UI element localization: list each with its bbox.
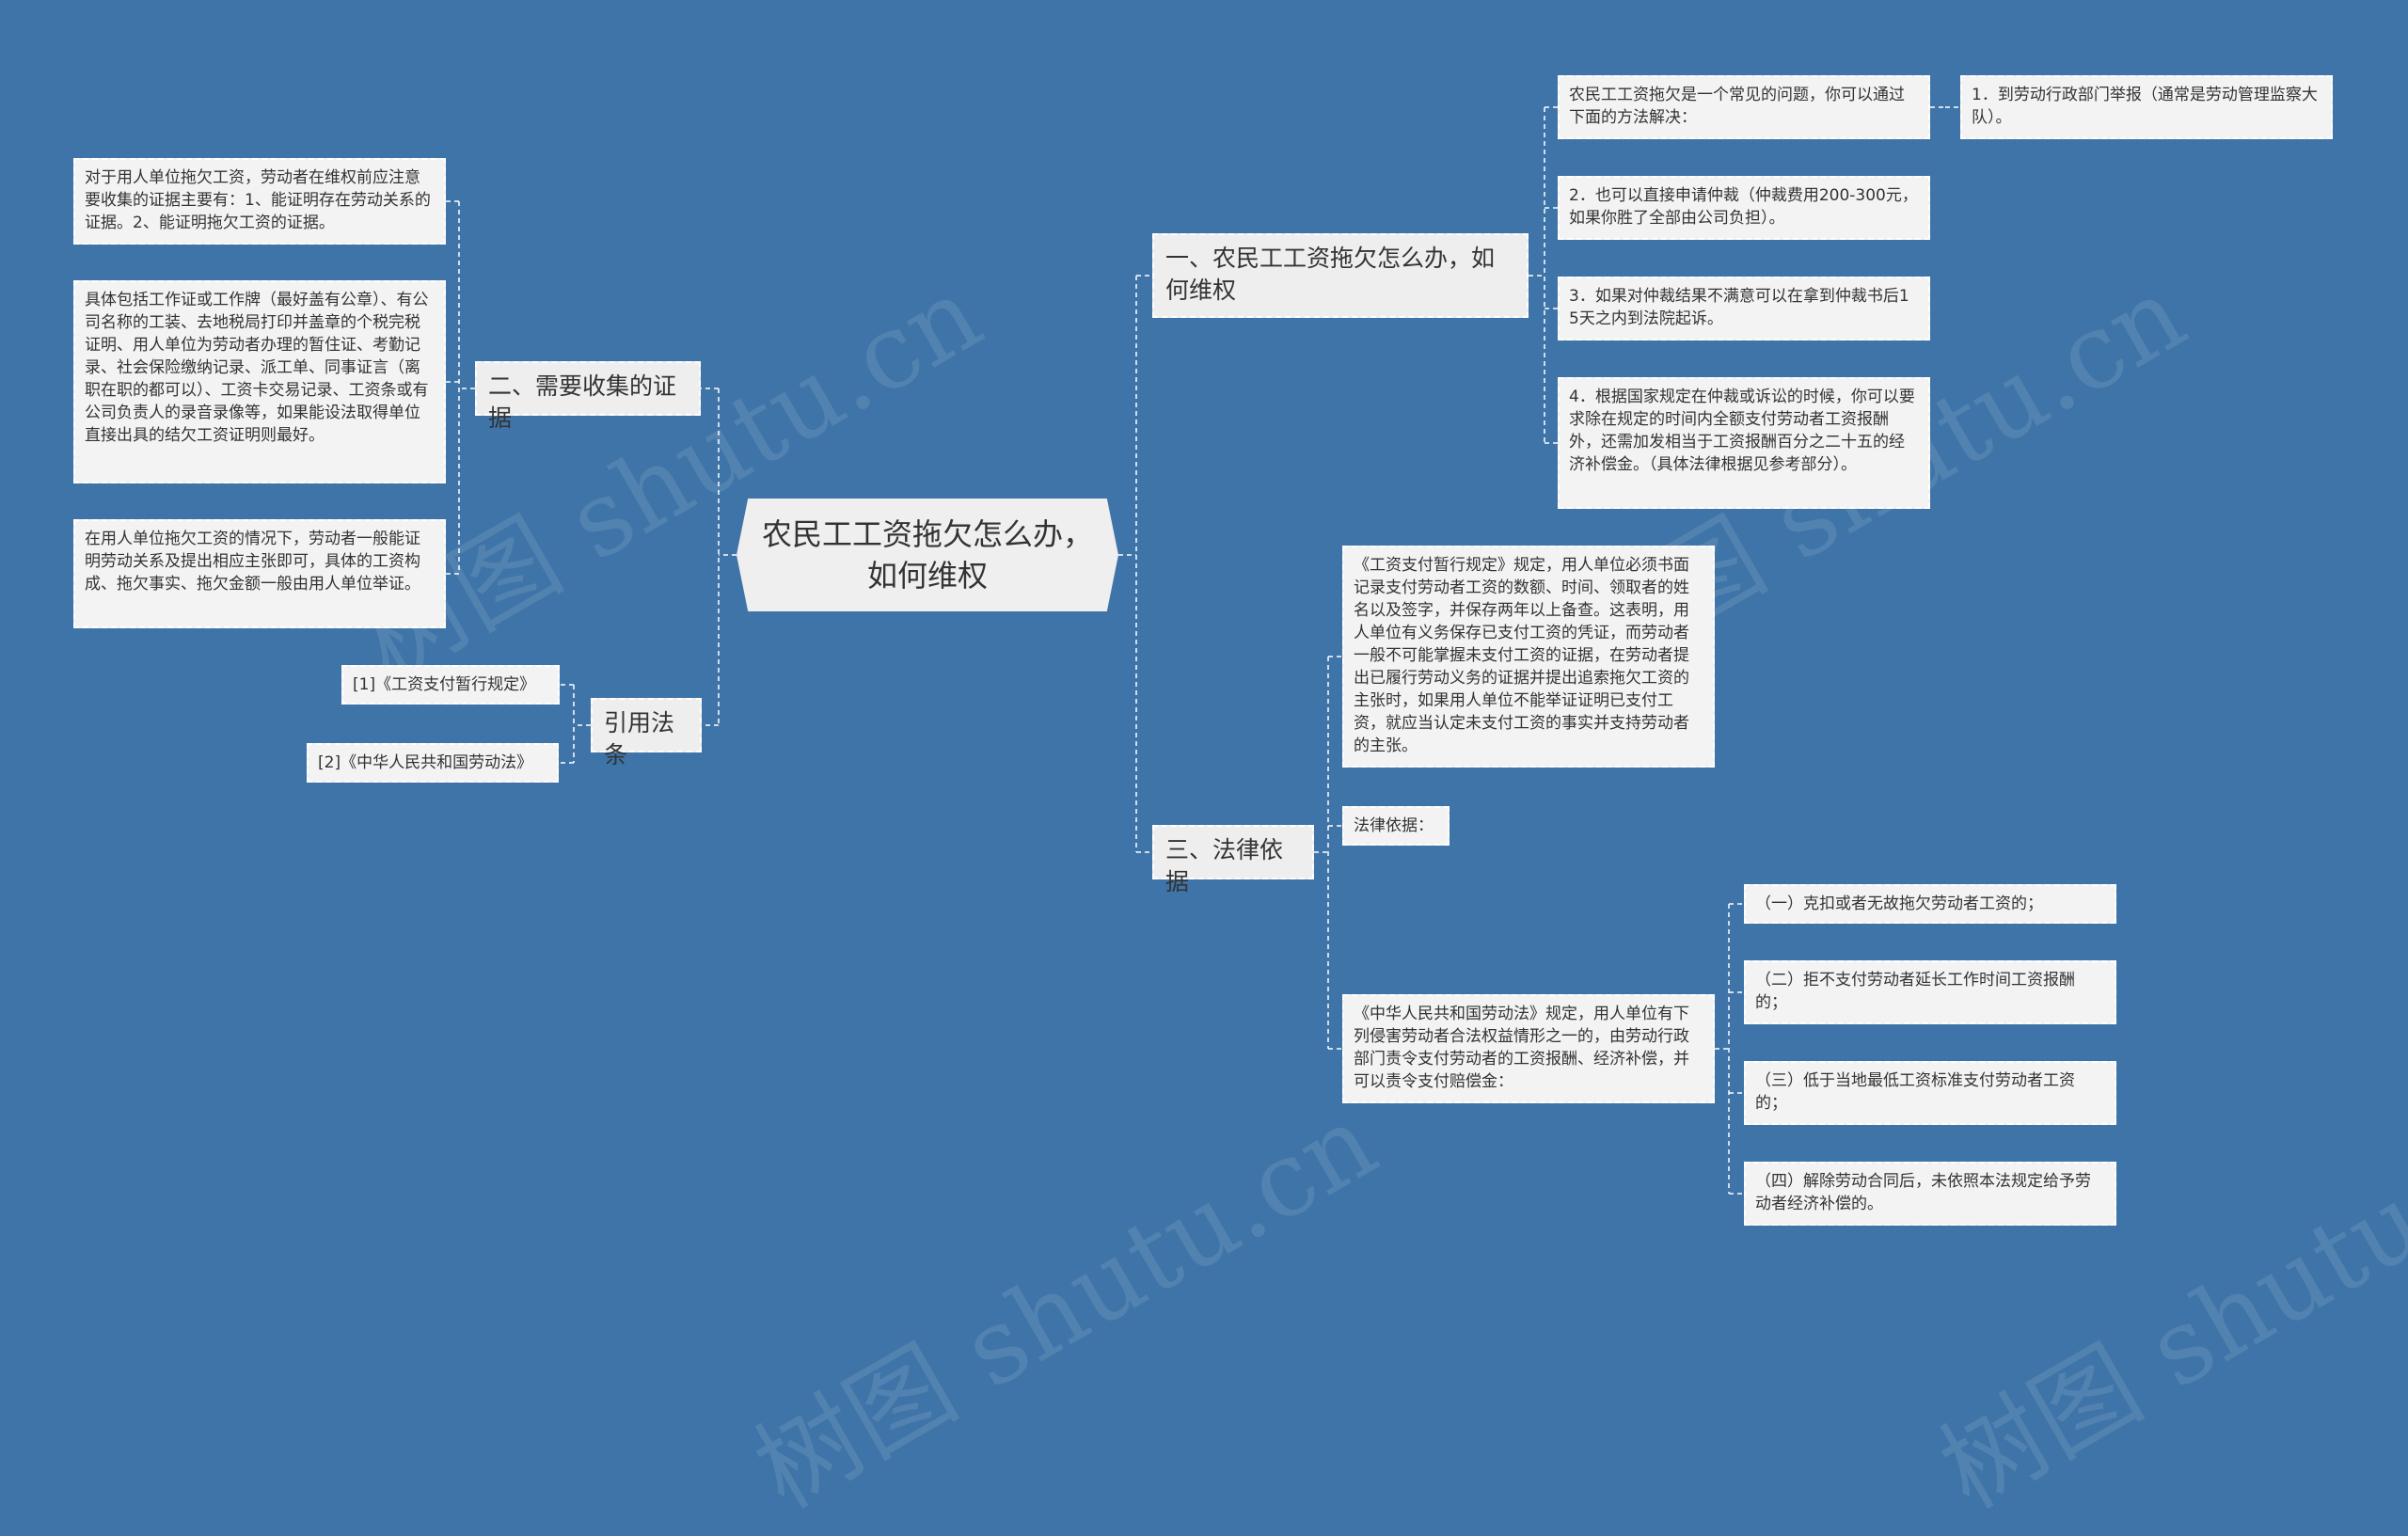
- branch-label: 一、农民工工资拖欠怎么办，如何维权: [1165, 245, 1496, 304]
- leaf-b2-evidence-list[interactable]: 具体包括工作证或工作牌（最好盖有公章）、有公司名称的工装、去地税局打印并盖章的个…: [73, 280, 446, 483]
- leaf-b1-lawsuit[interactable]: 3．如果对仲裁结果不满意可以在拿到仲裁书后15天之内到法院起诉。: [1558, 277, 1930, 340]
- leaf-text: 3．如果对仲裁结果不满意可以在拿到仲裁书后15天之内到法院起诉。: [1569, 287, 1909, 328]
- branch-cited-laws[interactable]: 引用法条: [591, 698, 702, 768]
- branch-label: 二、需要收集的证据: [488, 372, 677, 432]
- branch-how-to-handle[interactable]: 一、农民工工资拖欠怎么办，如何维权: [1152, 233, 1529, 318]
- leaf-text: 2．也可以直接申请仲裁（仲裁费用200-300元，如果你胜了全部由公司负担）。: [1569, 186, 1918, 228]
- leaf-b4-law-2[interactable]: [2]《中华人民共和国劳动法》: [307, 743, 559, 783]
- leaf-b3-item-2[interactable]: （二）拒不支付劳动者延长工作时间工资报酬的；: [1744, 960, 2116, 1024]
- root-topic[interactable]: 农民工工资拖欠怎么办，如何维权: [737, 499, 1118, 611]
- mindmap-canvas: 树图 shutu.cn 树图 shutu.cn 树图 shutu.cn 树图 s…: [73, 75, 2408, 1531]
- leaf-text: 农民工工资拖欠是一个常见的问题，你可以通过下面的方法解决：: [1569, 86, 1905, 127]
- leaf-b4-law-1[interactable]: [1]《工资支付暂行规定》: [341, 665, 560, 705]
- leaf-b3-labor-law[interactable]: 《中华人民共和国劳动法》规定，用人单位有下列侵害劳动者合法权益情形之一的，由劳动…: [1342, 994, 1715, 1103]
- leaf-text: 1．到劳动行政部门举报（通常是劳动管理监察大队）。: [1972, 86, 2318, 127]
- leaf-text: （三）低于当地最低工资标准支付劳动者工资的；: [1755, 1071, 2075, 1113]
- leaf-text: 4．根据国家规定在仲裁或诉讼的时候，你可以要求除在规定的时间内全额支付劳动者工资…: [1569, 388, 1915, 474]
- leaf-b1-arbitration[interactable]: 2．也可以直接申请仲裁（仲裁费用200-300元，如果你胜了全部由公司负担）。: [1558, 176, 1930, 240]
- leaf-b3-legal-basis[interactable]: 法律依据：: [1342, 806, 1450, 846]
- branch-label: 引用法条: [604, 709, 675, 768]
- leaf-text: [1]《工资支付暂行规定》: [353, 675, 536, 694]
- leaf-text: 具体包括工作证或工作牌（最好盖有公章）、有公司名称的工装、去地税局打印并盖章的个…: [85, 291, 429, 445]
- leaf-b3-item-4[interactable]: （四）解除劳动合同后，未依照本法规定给予劳动者经济补偿的。: [1744, 1162, 2116, 1226]
- leaf-b2-evidence-main[interactable]: 对于用人单位拖欠工资，劳动者在维权前应注意要收集的证据主要有：1、能证明存在劳动…: [73, 158, 446, 245]
- leaf-text: 在用人单位拖欠工资的情况下，劳动者一般能证明劳动关系及提出相应主张即可，具体的工…: [85, 530, 420, 594]
- connector-lines: [446, 106, 1960, 1195]
- leaf-text: （四）解除劳动合同后，未依照本法规定给予劳动者经济补偿的。: [1755, 1172, 2091, 1213]
- leaf-b1-report[interactable]: 1．到劳动行政部门举报（通常是劳动管理监察大队）。: [1960, 75, 2333, 139]
- leaf-text: 对于用人单位拖欠工资，劳动者在维权前应注意要收集的证据主要有：1、能证明存在劳动…: [85, 168, 431, 232]
- branch-legal-basis[interactable]: 三、法律依据: [1152, 825, 1314, 895]
- leaf-text: （二）拒不支付劳动者延长工作时间工资报酬的；: [1755, 971, 2075, 1012]
- branch-label: 三、法律依据: [1165, 836, 1284, 895]
- leaf-b3-item-1[interactable]: （一）克扣或者无故拖欠劳动者工资的；: [1744, 884, 2116, 924]
- leaf-text: [2]《中华人民共和国劳动法》: [318, 753, 533, 772]
- leaf-b1-intro[interactable]: 农民工工资拖欠是一个常见的问题，你可以通过下面的方法解决：: [1558, 75, 1930, 139]
- root-topic-label: 农民工工资拖欠怎么办，如何维权: [761, 516, 1093, 594]
- leaf-b1-compensation[interactable]: 4．根据国家规定在仲裁或诉讼的时候，你可以要求除在规定的时间内全额支付劳动者工资…: [1558, 377, 1930, 509]
- leaf-text: 《工资支付暂行规定》规定，用人单位必须书面记录支付劳动者工资的数额、时间、领取者…: [1354, 556, 1689, 755]
- leaf-b3-item-3[interactable]: （三）低于当地最低工资标准支付劳动者工资的；: [1744, 1061, 2116, 1125]
- leaf-b3-wage-regulation[interactable]: 《工资支付暂行规定》规定，用人单位必须书面记录支付劳动者工资的数额、时间、领取者…: [1342, 546, 1715, 768]
- leaf-text: 法律依据：: [1354, 816, 1434, 835]
- leaf-text: （一）克扣或者无故拖欠劳动者工资的；: [1755, 895, 2043, 913]
- branch-evidence[interactable]: 二、需要收集的证据: [475, 361, 701, 432]
- leaf-b2-burden[interactable]: 在用人单位拖欠工资的情况下，劳动者一般能证明劳动关系及提出相应主张即可，具体的工…: [73, 519, 446, 628]
- leaf-text: 《中华人民共和国劳动法》规定，用人单位有下列侵害劳动者合法权益情形之一的，由劳动…: [1354, 1005, 1689, 1091]
